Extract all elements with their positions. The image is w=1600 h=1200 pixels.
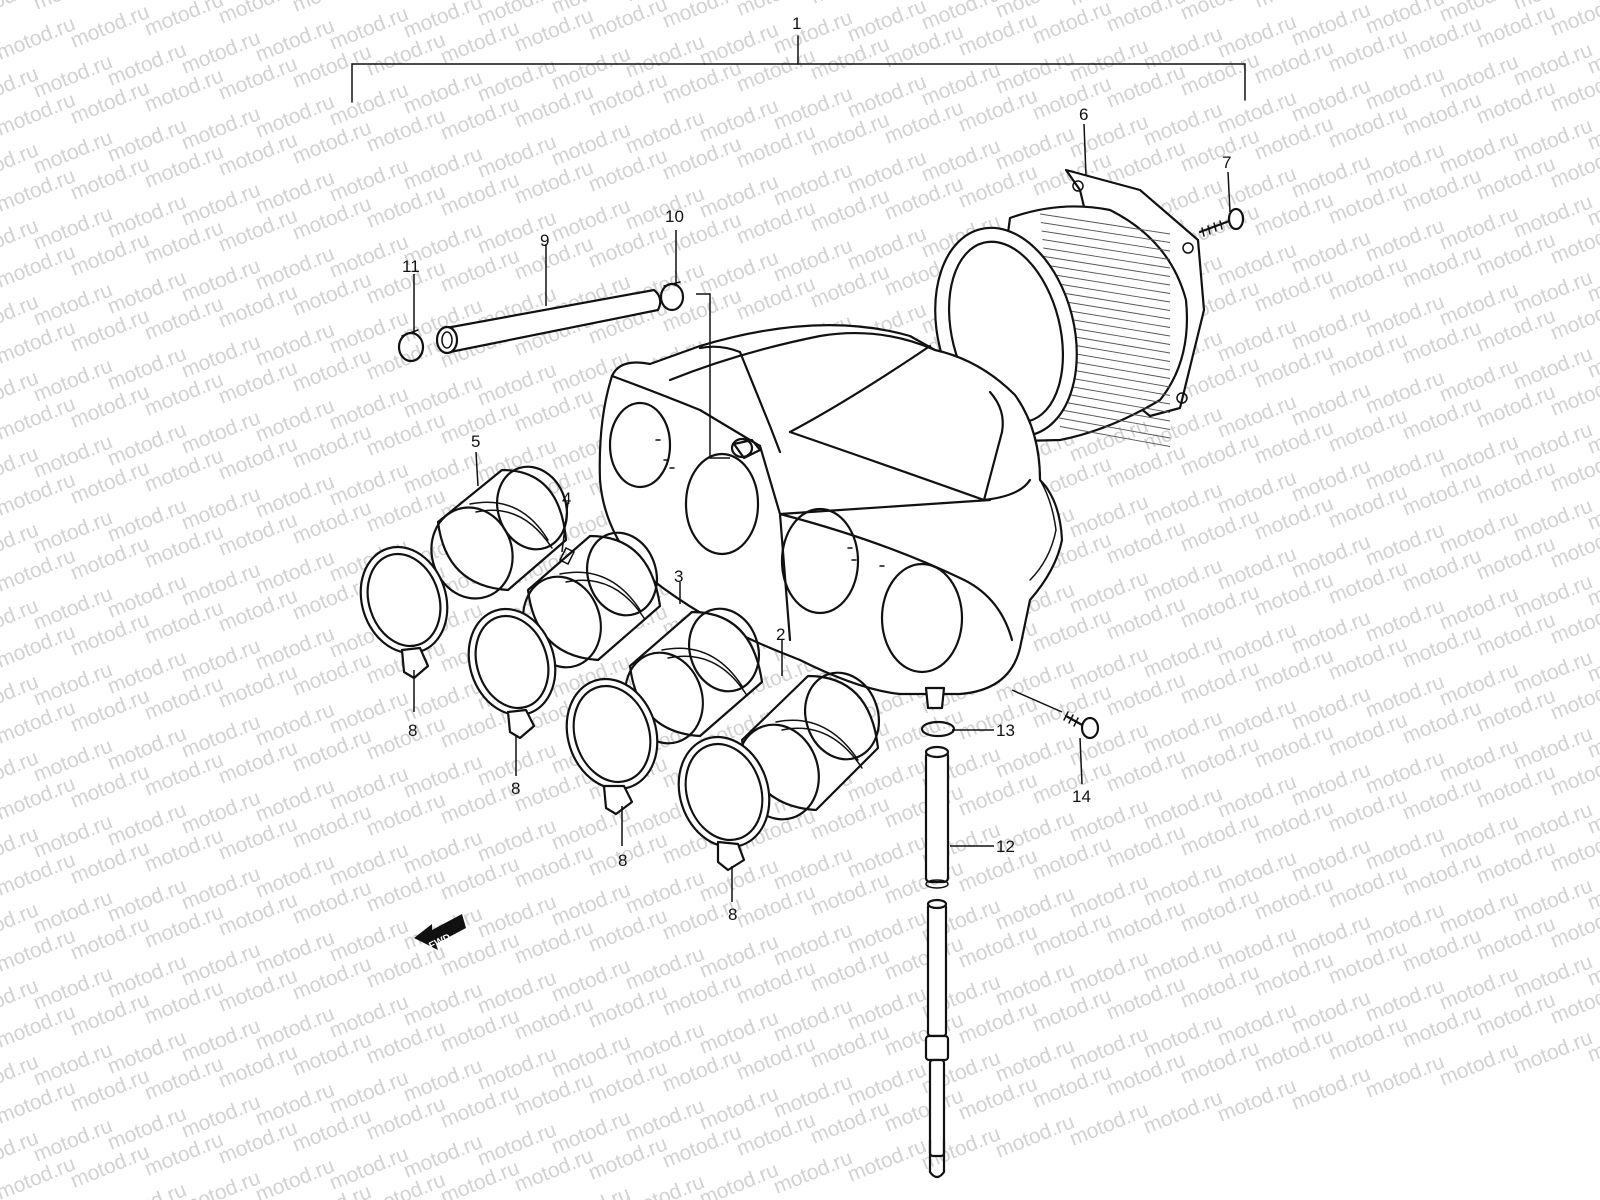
watermark-text: motod.ru xyxy=(104,0,189,3)
callout-5: 5 xyxy=(471,432,480,451)
clamp-1 xyxy=(359,545,449,680)
clamp-4 xyxy=(677,735,771,872)
callout-6: 6 xyxy=(1079,105,1088,124)
watermark-text: motod.ru xyxy=(1251,0,1336,13)
watermark-text: motod.ru xyxy=(215,0,300,29)
watermark-text: motod.ru xyxy=(252,1154,337,1200)
watermark-text: motod.ru xyxy=(0,12,79,64)
watermark-text: motod.ru xyxy=(1362,1050,1447,1102)
callout-1: 1 xyxy=(792,14,801,33)
callout-9: 9 xyxy=(540,231,549,250)
case-screw xyxy=(1063,711,1100,740)
callout-8-b: 8 xyxy=(511,779,520,798)
callout-8-a: 8 xyxy=(408,721,417,740)
watermark-text: motod.ru xyxy=(992,1110,1077,1162)
callout-2: 2 xyxy=(776,625,785,644)
watermark-text: motod.ru xyxy=(1510,1026,1595,1078)
watermark-text: motod.ru xyxy=(289,0,374,17)
watermark-text: motod.ru xyxy=(1325,0,1410,1)
watermark-text: motod.ru xyxy=(363,0,448,5)
drain-hose-clip xyxy=(920,720,956,738)
watermark-text: motod.ru xyxy=(30,0,115,15)
callout-14: 14 xyxy=(1072,787,1091,806)
hose-clip-right xyxy=(659,281,685,312)
callout-10: 10 xyxy=(665,207,684,226)
assembly-bracket xyxy=(351,35,1246,103)
watermark-text: motod.ru xyxy=(770,1146,855,1198)
callout-7: 7 xyxy=(1222,153,1231,172)
callout-8-c: 8 xyxy=(618,851,627,870)
watermark-text: motod.ru xyxy=(807,0,892,9)
watermark-text: motod.ru xyxy=(733,0,818,21)
callout-12: 12 xyxy=(996,837,1015,856)
watermark-text: motod.ru xyxy=(1214,1074,1299,1126)
filter-screw xyxy=(1198,207,1245,237)
watermark-text: motod.ru xyxy=(548,1182,633,1200)
watermark-text: motod.ru xyxy=(1177,0,1262,25)
watermark-text: motod.ru xyxy=(1547,0,1600,41)
watermark-text: motod.ru xyxy=(585,0,670,45)
watermark-text: motod.ru xyxy=(1066,1098,1151,1150)
callout-11: 11 xyxy=(402,257,420,276)
drain-plug-tube xyxy=(924,898,950,1179)
watermark-text: motod.ru xyxy=(178,1166,263,1200)
callout-labels: 1 6 7 10 9 11 5 4 3 2 8 8 8 8 13 14 12 xyxy=(402,14,1231,924)
watermark-text: motod.ru xyxy=(1584,0,1600,3)
watermark-text: motod.ru xyxy=(696,1158,781,1200)
callout-4: 4 xyxy=(562,489,571,508)
watermark-text: motod.ru xyxy=(141,0,226,41)
breather-hose xyxy=(435,288,662,355)
intake-pipe-2 xyxy=(736,671,880,821)
watermark-text: motod.ru xyxy=(1288,1062,1373,1114)
drain-hose xyxy=(924,745,950,889)
leader-lines xyxy=(413,123,1231,902)
watermark-text: motod.ru xyxy=(1029,0,1114,49)
intake-pipe-3 xyxy=(624,607,764,745)
watermark-text: motod.ru xyxy=(67,0,152,52)
watermark-text: motod.ru xyxy=(622,1170,707,1200)
watermark-text: motod.ru xyxy=(1140,1086,1225,1138)
intake-pipe-5 xyxy=(430,465,568,600)
callout-13: 13 xyxy=(996,721,1015,740)
clamp-2 xyxy=(467,607,557,740)
clamp-3 xyxy=(565,677,659,816)
callout-3: 3 xyxy=(674,567,683,586)
hose-clip-left xyxy=(397,329,425,363)
watermark-text: motod.ru xyxy=(104,1178,189,1200)
callout-8-d: 8 xyxy=(728,905,737,924)
watermark-text: motod.ru xyxy=(1436,1038,1521,1090)
air-cleaner-case xyxy=(598,324,1064,710)
watermark-text: motod.ru xyxy=(1103,0,1188,37)
watermark-text: motod.ru xyxy=(659,0,744,33)
watermark-text: motod.ru xyxy=(844,1134,929,1186)
